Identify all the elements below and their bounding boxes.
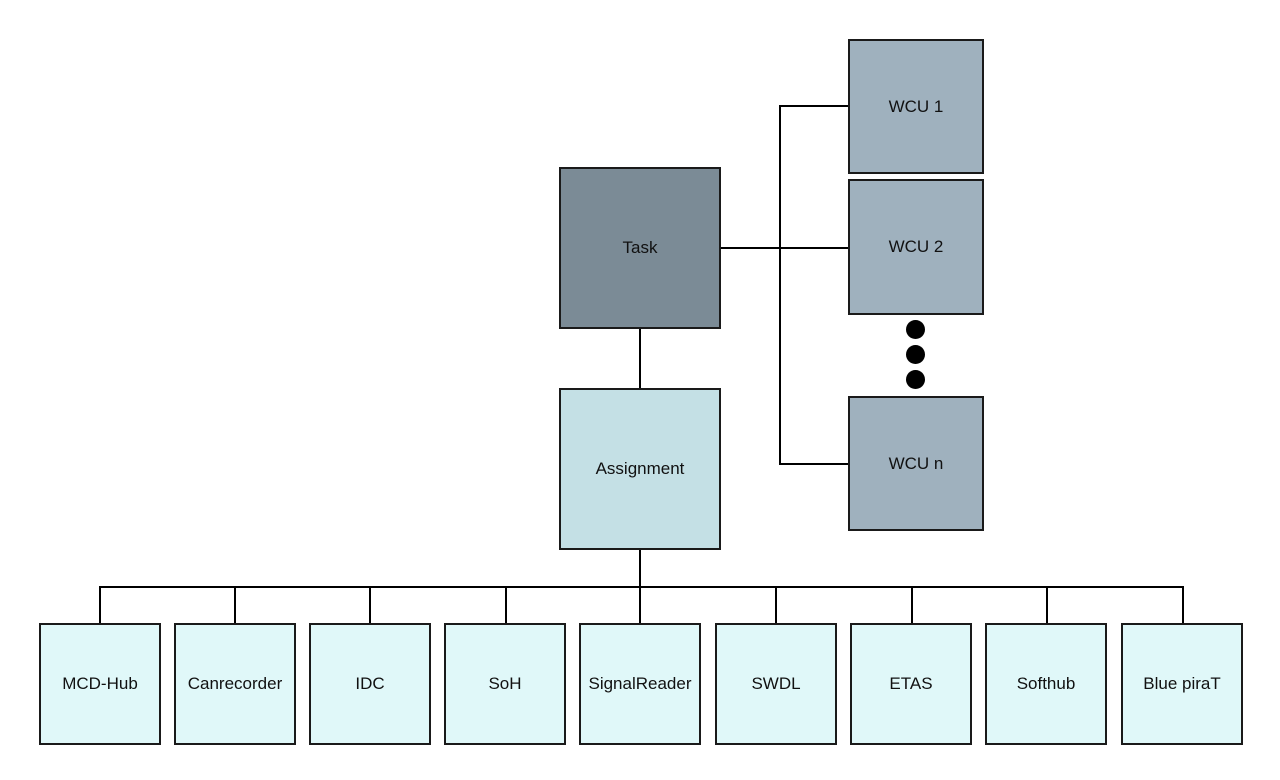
tool-node-idc[interactable]: IDC [309,623,431,745]
tool-node-soh[interactable]: SoH [444,623,566,745]
wcu-node-label: WCU n [888,453,944,473]
tool-node-label: ETAS [889,674,933,693]
wcu-node-label: WCU 1 [888,96,944,116]
tool-node-label: IDC [355,674,385,693]
assignment-node[interactable]: Assignment [559,388,721,550]
ellipsis-dot-icon [906,320,925,339]
tool-node-etas[interactable]: ETAS [850,623,972,745]
tool-node-softhub[interactable]: Softhub [985,623,1107,745]
task-node-label: Task [622,238,658,257]
wcu-node-n[interactable]: WCU n [848,396,984,531]
tool-node-label: SWDL [751,674,801,693]
task-node[interactable]: Task [559,167,721,329]
tool-node-canrecorder[interactable]: Canrecorder [174,623,296,745]
tool-node-label: MCD-Hub [62,674,138,693]
wcu-node-2[interactable]: WCU 2 [848,179,984,315]
tool-node-label: Canrecorder [187,674,283,693]
tool-node-label: SignalReader [588,674,692,693]
tool-node-mcd-hub[interactable]: MCD-Hub [39,623,161,745]
assignment-node-label: Assignment [595,459,685,478]
tool-node-label: Softhub [1016,674,1076,693]
tool-node-signalreader[interactable]: SignalReader [579,623,701,745]
wcu-node-1[interactable]: WCU 1 [848,39,984,174]
ellipsis-dot-icon [906,345,925,364]
ellipsis-dot-icon [906,370,925,389]
wcu-node-label: WCU 2 [888,237,944,256]
tool-node-label: Blue piraT [1143,674,1221,693]
tool-node-label: SoH [488,674,522,693]
tool-node-swdl[interactable]: SWDL [715,623,837,745]
tool-node-blue-pirat[interactable]: Blue piraT [1121,623,1243,745]
